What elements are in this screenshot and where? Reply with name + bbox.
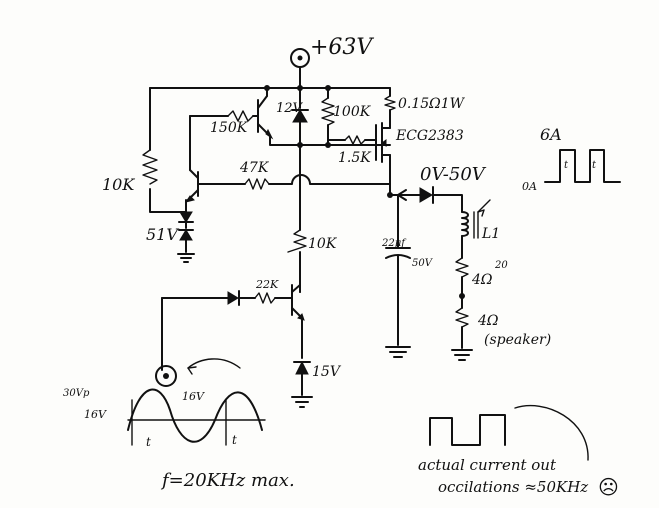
wave-t1-label: t (146, 435, 151, 449)
osc-line1: actual current out (418, 456, 557, 474)
wave-16v-right-label: 16V (182, 390, 205, 403)
r4ohm-label: 4Ω (471, 272, 493, 288)
r15k-label: 1.5K (338, 150, 372, 166)
pnp-transistor-top (257, 87, 274, 140)
ground-cap (385, 346, 411, 358)
r150k-label: 150K (210, 120, 249, 136)
z12v-label: 12V (276, 101, 304, 116)
ground-left (177, 253, 195, 263)
z15v-label: 15V (312, 364, 342, 380)
mosfet (375, 122, 391, 196)
oscillation-waveform (429, 414, 506, 446)
shunt-label: 0.15Ω1W (398, 96, 466, 112)
resistor-10k-left (142, 149, 158, 185)
resistor-22k (254, 292, 276, 304)
mosfet-label: ECG2383 (395, 128, 464, 144)
r22k-label: 22K (255, 278, 279, 291)
input-terminal[interactable] (155, 365, 177, 387)
resistor-47k (244, 178, 270, 190)
diode-input (227, 290, 240, 306)
resistor-100k (321, 97, 335, 126)
freq-label: f=20KHz max. (160, 470, 295, 491)
zener-12v (291, 87, 309, 146)
note-20: 20 (494, 260, 508, 271)
zener-15v (293, 360, 311, 396)
zener-51v (178, 199, 194, 253)
ground-speaker (451, 349, 473, 361)
resistor-10k-mid (287, 229, 307, 253)
pnp-transistor-left (184, 169, 199, 203)
speaker-r-label: 4Ω (477, 313, 499, 329)
r100k-label: 100K (333, 104, 372, 120)
current-t1-label: t (564, 160, 569, 171)
resistor-150k (227, 110, 254, 122)
inductor-l1 (461, 211, 469, 237)
cap-value-label: 22μf (381, 238, 407, 249)
osc-arrow (514, 404, 589, 461)
resistor-4ohm (455, 257, 469, 278)
resistor-1k5 (344, 135, 366, 145)
npn-transistor-input (291, 284, 305, 321)
input-arrow (187, 358, 241, 369)
resistor-speaker (455, 307, 469, 328)
inductor-label: L1 (481, 226, 500, 242)
wave-16v-left-label: 16V (84, 408, 107, 421)
supply-label: +63V (310, 35, 374, 60)
hop-wire (268, 174, 391, 185)
current-0a-label: 0A (522, 180, 537, 193)
z51v-label: 51V (146, 225, 179, 244)
osc-line2: occilations ≈50KHz (438, 478, 588, 496)
speaker-label: (speaker) (484, 332, 551, 348)
current-waveform (544, 149, 621, 183)
wave-t2-label: t (232, 433, 237, 447)
gate-drive-line (269, 135, 391, 146)
sad-face-icon: ☹ (598, 475, 619, 499)
diode-output (419, 186, 434, 204)
ground-zener (291, 396, 313, 408)
wave-30vp-label: 30Vp (63, 388, 90, 399)
cap-voltage-label: 50V (412, 258, 434, 269)
input-waveform (127, 388, 263, 443)
r10k-mid-label: 10K (308, 236, 338, 252)
resistor-shunt (384, 95, 396, 111)
r10k-left-label: 10K (102, 175, 135, 194)
current-6a-label: 6A (540, 125, 562, 144)
current-t2-label: t (592, 160, 597, 171)
out-range-label: 0V-50V (420, 164, 487, 185)
r47k-label: 47K (239, 160, 270, 176)
supply-terminal (290, 48, 310, 89)
